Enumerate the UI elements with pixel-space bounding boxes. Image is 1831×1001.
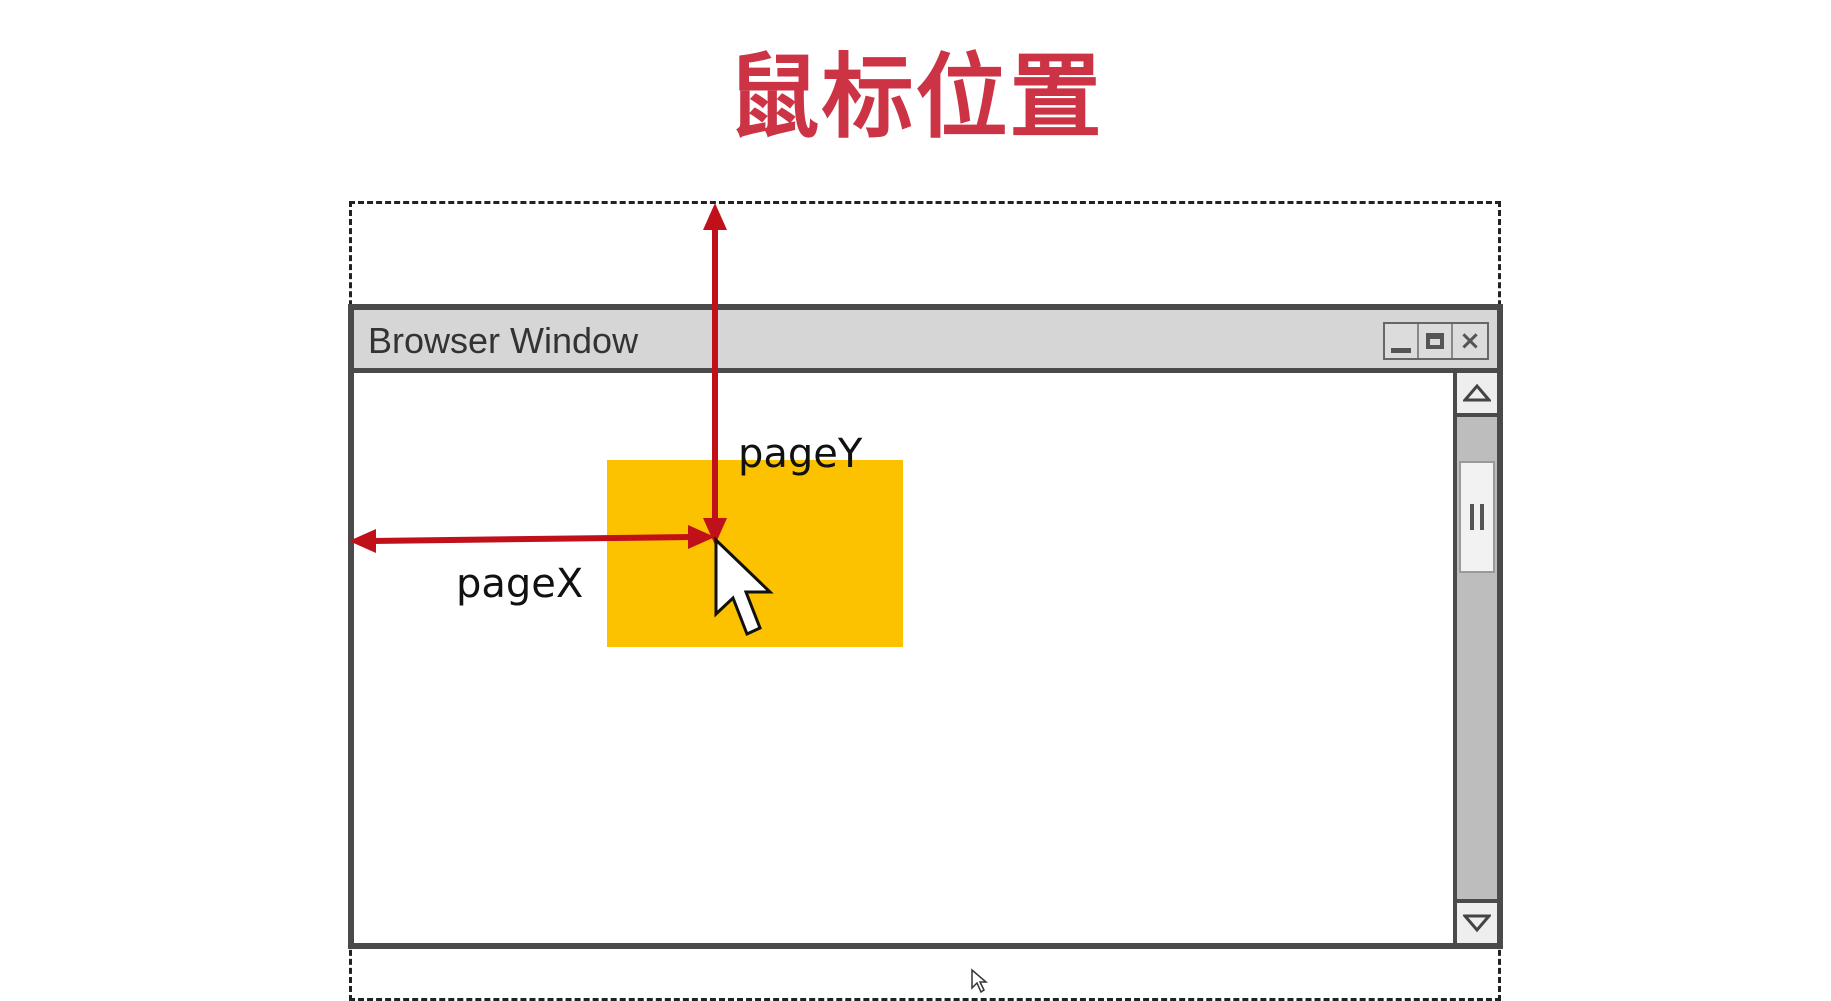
slide-title: 鼠标位置	[727, 44, 1104, 151]
close-button[interactable]: ×	[1453, 324, 1487, 358]
minimize-button[interactable]	[1385, 324, 1419, 358]
page-x-label: pageX	[456, 561, 584, 607]
scroll-up-button[interactable]	[1457, 373, 1497, 417]
maximize-icon	[1426, 333, 1444, 349]
page-y-label: pageY	[738, 431, 863, 477]
maximize-button[interactable]	[1419, 324, 1453, 358]
minimize-icon	[1391, 347, 1411, 353]
window-title: Browser Window	[368, 320, 639, 361]
vertical-scrollbar[interactable]	[1453, 373, 1497, 943]
grip-icon	[1470, 504, 1484, 530]
window-controls: ×	[1383, 322, 1489, 360]
scroll-down-button[interactable]	[1457, 899, 1497, 943]
triangle-down-icon	[1463, 914, 1491, 933]
scroll-thumb[interactable]	[1459, 461, 1495, 573]
close-icon: ×	[1459, 326, 1481, 356]
target-element	[607, 460, 903, 647]
title-bar[interactable]: Browser Window ×	[354, 310, 1497, 373]
cursor-icon	[971, 968, 988, 994]
viewport-content	[354, 373, 1453, 943]
browser-window: Browser Window ×	[348, 304, 1503, 949]
triangle-up-icon	[1463, 383, 1491, 402]
